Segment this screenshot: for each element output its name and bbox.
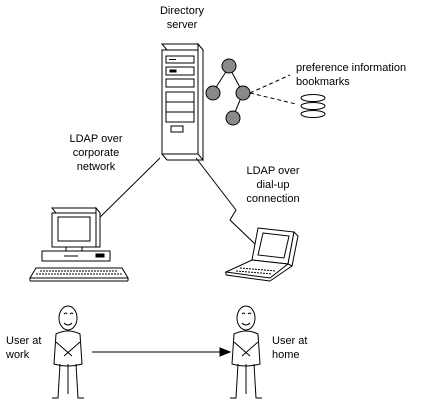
user-at-work-label-line2: work bbox=[5, 349, 30, 361]
directory-tree-icon bbox=[205, 58, 251, 126]
server-tower-icon bbox=[160, 42, 205, 162]
ldap-corporate-label-line1: LDAP over bbox=[70, 133, 123, 145]
user-at-work-label-line1: User at bbox=[6, 335, 41, 347]
directory-server-label-line1: Directory bbox=[160, 5, 205, 17]
desktop-computer-icon bbox=[29, 206, 129, 282]
arrow-head bbox=[219, 347, 232, 357]
bookmarks-label: bookmarks bbox=[296, 76, 350, 88]
ldap-dialup-label-line1: LDAP over bbox=[247, 165, 300, 177]
ldap-corporate-label-line2: corporate bbox=[73, 147, 119, 159]
user-at-home-label-line1: User at bbox=[272, 335, 307, 347]
laptop-icon bbox=[224, 227, 299, 282]
ldap-dialup-label-line3: connection bbox=[246, 193, 299, 205]
corporate-network-link bbox=[91, 157, 161, 226]
dialup-link bbox=[195, 157, 256, 245]
data-stack-icon bbox=[300, 94, 326, 118]
ldap-corporate-label-line3: network bbox=[77, 161, 116, 173]
directory-server-label-line2: server bbox=[167, 19, 198, 31]
ldap-dialup-label-line2: dial-up bbox=[256, 179, 289, 191]
connection-lines bbox=[91, 74, 297, 357]
user-at-home-icon bbox=[230, 305, 262, 399]
tree-to-prefs-link bbox=[249, 74, 291, 94]
tree-to-bookmarks-link bbox=[249, 92, 297, 105]
user-at-work-icon bbox=[52, 305, 84, 399]
preference-label: preference information bbox=[296, 62, 406, 74]
user-at-home-label-line2: home bbox=[272, 349, 300, 361]
